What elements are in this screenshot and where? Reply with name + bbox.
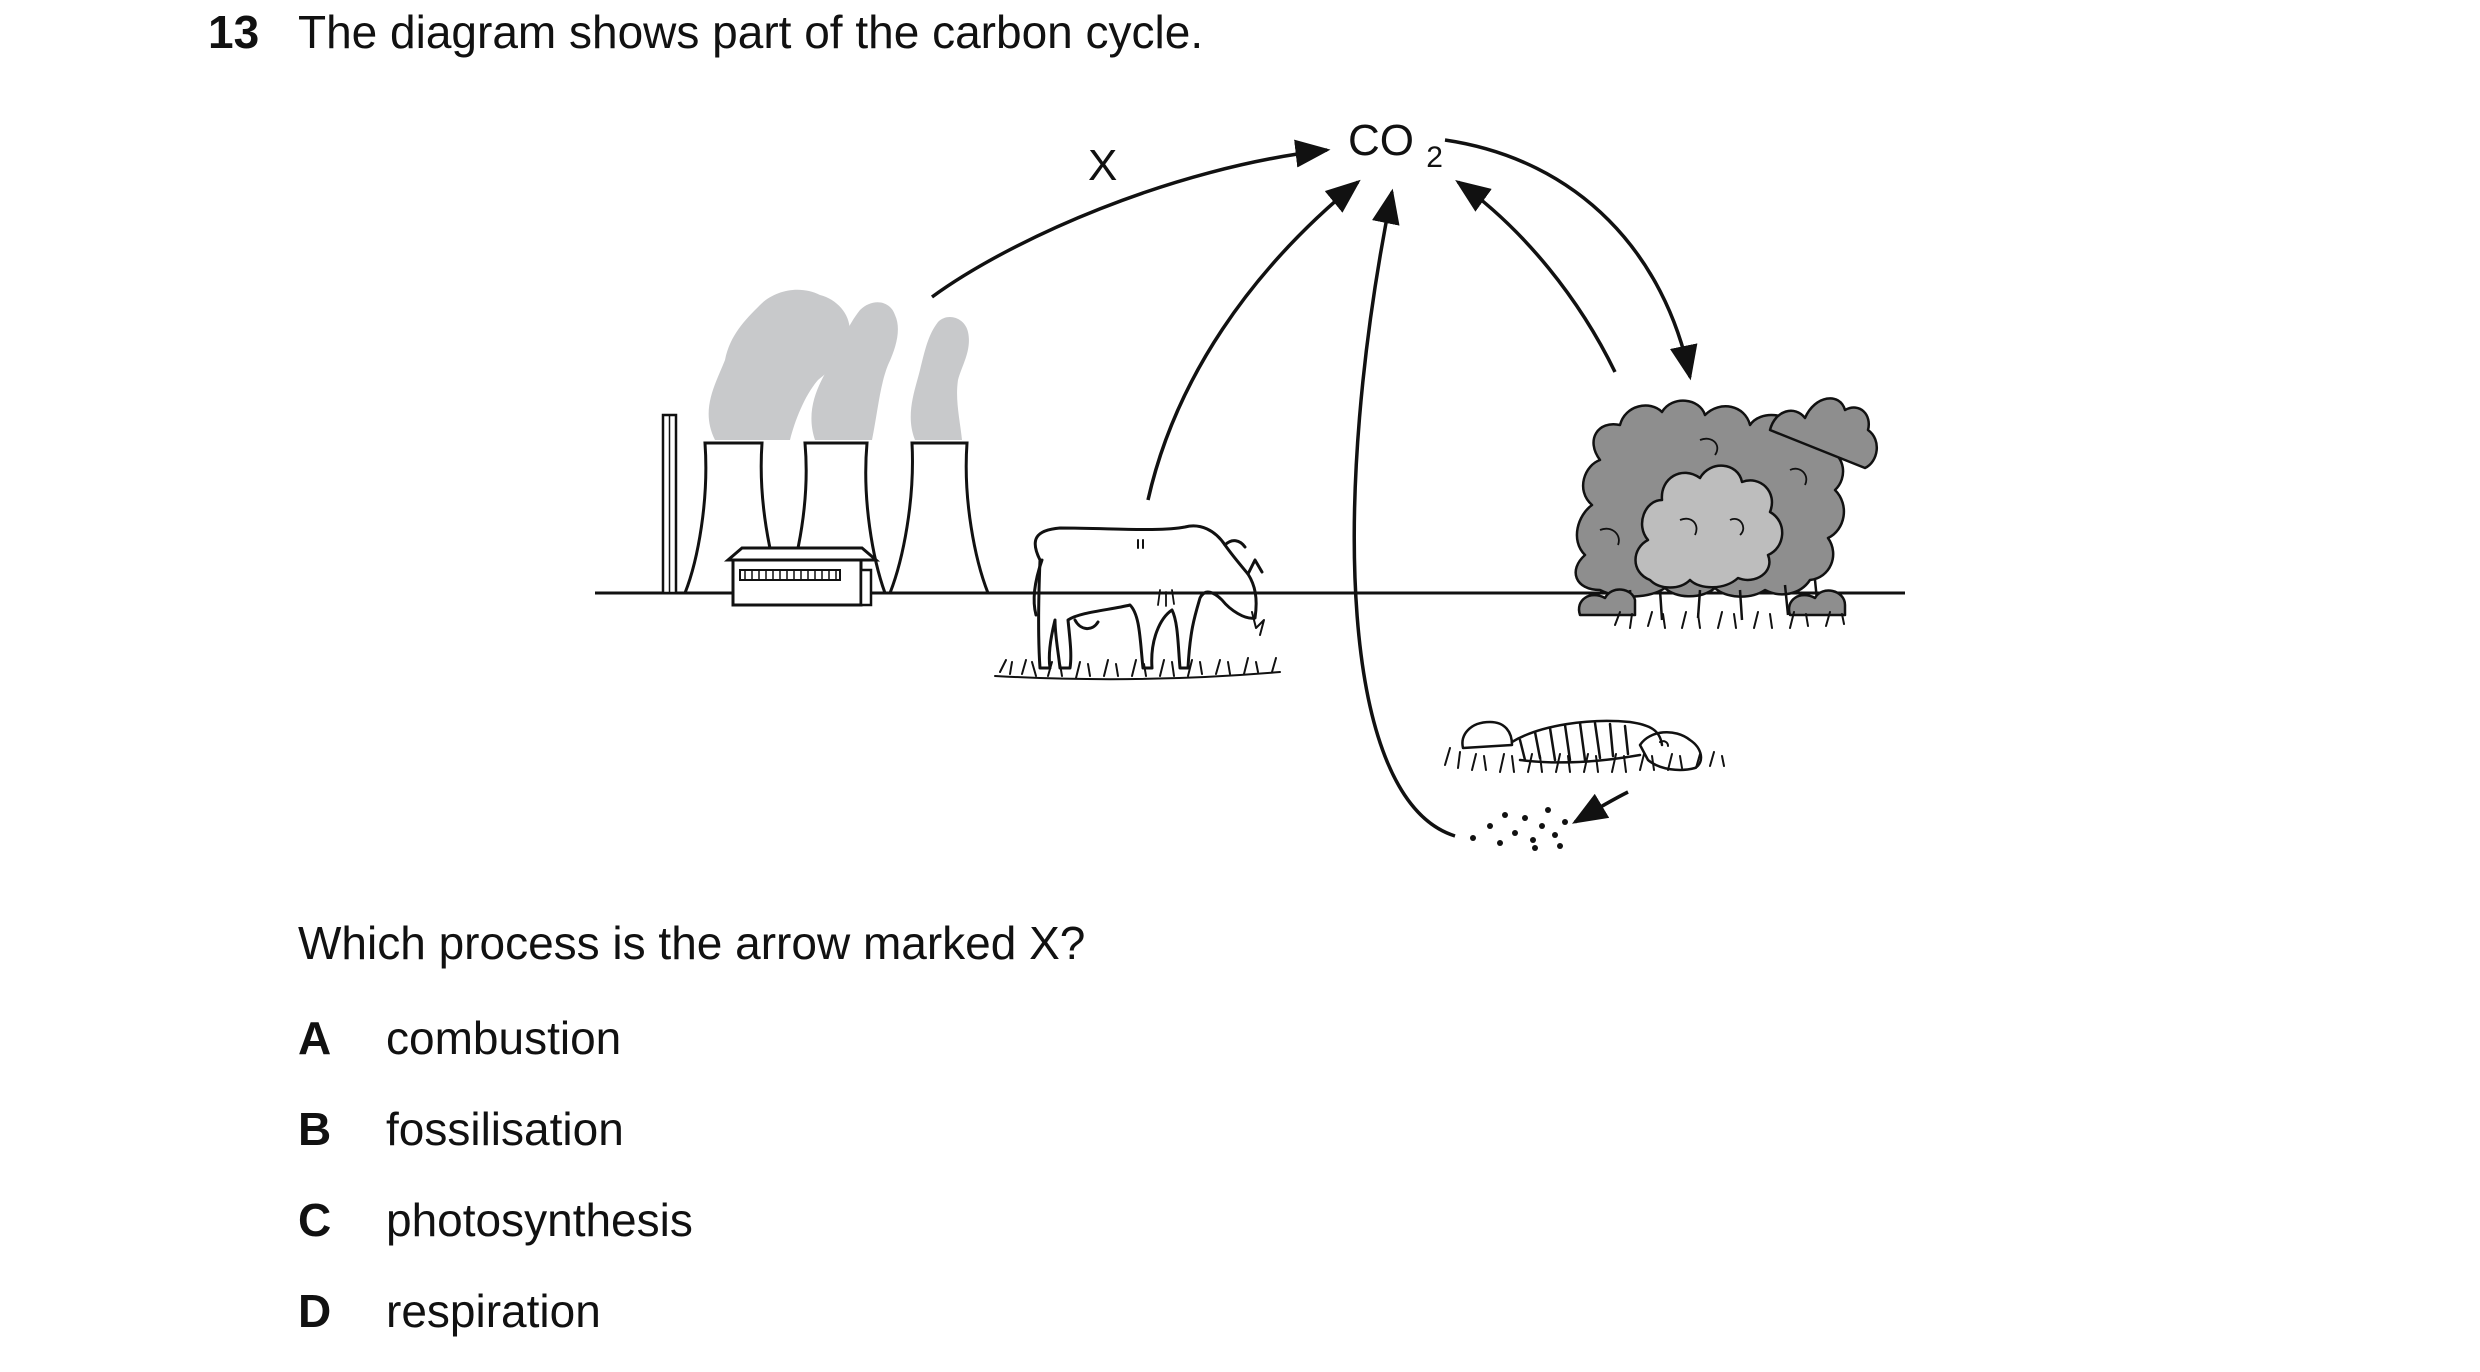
option-letter: A <box>298 1012 332 1064</box>
dead-animal-icon <box>1461 719 1703 772</box>
option-b[interactable]: B fossilisation <box>298 1099 693 1190</box>
carbon-cycle-diagram: X CO 2 <box>595 116 1905 851</box>
power-station-icon <box>661 289 991 607</box>
smoke-plumes <box>708 289 969 440</box>
question-prompt: Which process is the arrow marked X? <box>298 917 1086 969</box>
option-d[interactable]: D respiration <box>298 1281 693 1372</box>
arrow-x-label: X <box>1088 141 1117 190</box>
question-stem: The diagram shows part of the carbon cyc… <box>298 6 1204 58</box>
cow-icon <box>1032 524 1265 670</box>
co2-label-main: CO <box>1348 116 1414 165</box>
trees-icon <box>1574 397 1878 621</box>
option-a[interactable]: A combustion <box>298 1008 693 1099</box>
option-text: respiration <box>386 1285 601 1337</box>
arrow-trees-to-co2 <box>1455 179 1617 373</box>
option-c[interactable]: C photosynthesis <box>298 1190 693 1281</box>
grass-under-trees <box>1614 611 1845 629</box>
arrow-dead-animal-to-decomposers <box>1571 790 1629 824</box>
power-station-building <box>723 546 881 607</box>
option-text: combustion <box>386 1012 622 1064</box>
answer-options: A combustion B fossilisation C photosynt… <box>298 1008 693 1372</box>
option-letter: D <box>298 1285 332 1337</box>
option-letter: B <box>298 1103 332 1155</box>
grass-under-cow <box>994 657 1281 681</box>
option-text: photosynthesis <box>386 1194 693 1246</box>
decomposer-dots <box>1470 807 1568 851</box>
arrow-x-to-co2 <box>930 139 1331 299</box>
arrow-cow-to-co2 <box>1146 179 1361 501</box>
grass-under-dead-animal <box>1444 747 1725 773</box>
option-letter: C <box>298 1194 332 1246</box>
arrow-co2-to-trees <box>1444 138 1698 381</box>
arrow-decomposers-to-co2 <box>1352 188 1456 838</box>
co2-label-subscript: 2 <box>1426 141 1443 174</box>
question-number: 13 <box>208 6 260 58</box>
co2-label: CO 2 <box>1348 116 1443 174</box>
option-text: fossilisation <box>386 1103 624 1155</box>
